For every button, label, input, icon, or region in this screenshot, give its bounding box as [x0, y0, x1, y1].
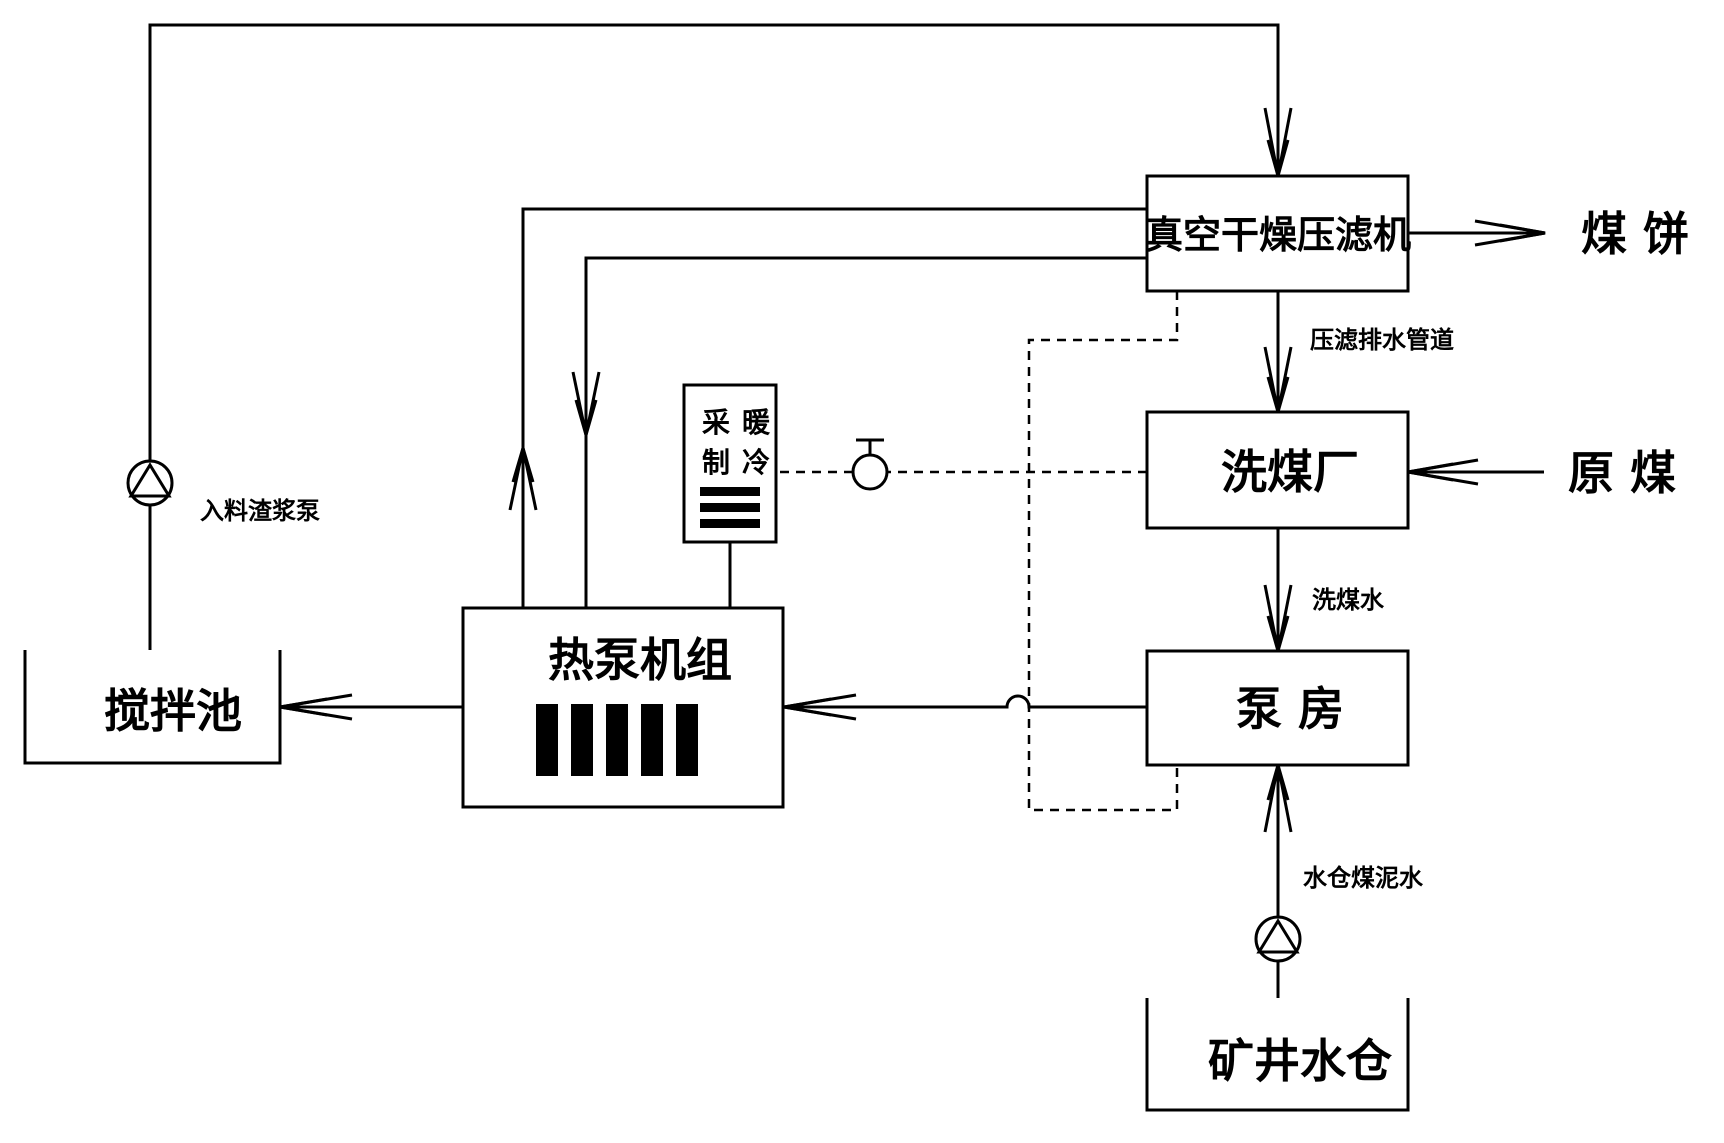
heat-pump-label: 热泵机组: [548, 633, 732, 687]
heating-cooling-unit-box: [682, 383, 778, 544]
mine-sump-label: 矿井水仓: [1208, 1034, 1393, 1088]
heating-label-3: 暖: [742, 406, 771, 439]
feed-pump-label: 入料渣浆泵: [200, 497, 320, 525]
wash-plant-box: [1145, 410, 1410, 530]
mine-sump-box: [1145, 998, 1410, 1112]
heatpump-return-line: [584, 256, 1147, 608]
arrow-to-coal-cake: [1474, 219, 1546, 247]
valve-icon: [851, 438, 889, 491]
mixing-tank-label: 搅拌池: [104, 684, 242, 738]
filter-press-label: 真空干燥压滤机: [1145, 212, 1411, 257]
heatpump-outlet-line: [521, 207, 1147, 608]
heating-label-2: 制: [702, 446, 730, 479]
feed-pump-icon: [126, 459, 174, 507]
sump-pump-icon: [1254, 915, 1302, 963]
wash-water-label: 洗煤水: [1312, 586, 1385, 614]
filter-press-box: [1145, 174, 1410, 293]
pump-room-box: [1145, 649, 1410, 767]
heat-pump-bars: [536, 704, 698, 776]
heating-label-1: 采: [702, 406, 730, 439]
slurry-feed-line: [148, 23, 1280, 650]
arrow-up-heatpump-outlet: [508, 442, 538, 511]
heating-unit-bars: [700, 487, 760, 528]
coal-cake-label: 煤 饼: [1581, 207, 1689, 261]
pump-room-label: 泵 房: [1236, 682, 1344, 736]
raw-coal-label: 原 煤: [1568, 446, 1676, 500]
arrow-down-heatpump-return: [571, 371, 601, 441]
mixing-tank-box: [23, 650, 282, 765]
press-drain-label: 压滤排水管道: [1310, 326, 1454, 354]
sump-slurry-label: 水仓煤泥水: [1303, 864, 1424, 892]
wash-plant-label: 洗煤厂: [1221, 445, 1359, 499]
heating-label-4: 冷: [742, 446, 770, 479]
dashed-bypass-line: [1027, 291, 1179, 812]
